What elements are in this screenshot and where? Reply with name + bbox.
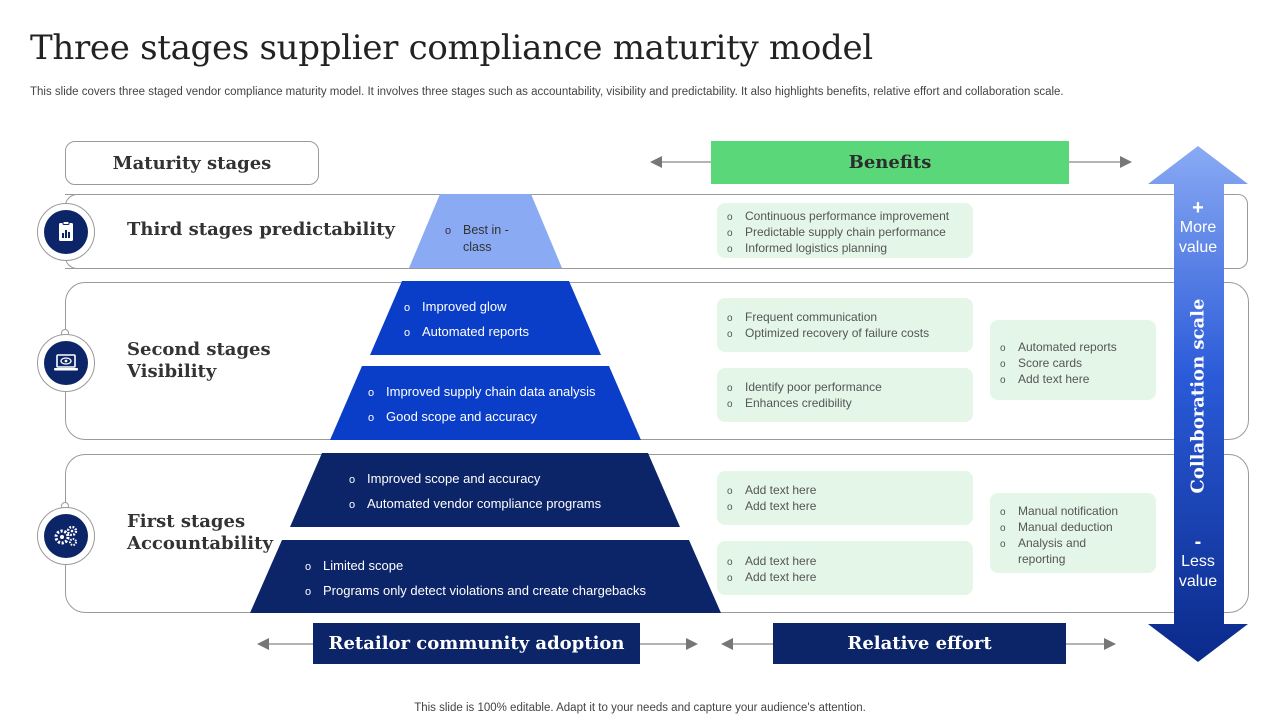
pyramid-tier-2 [370, 281, 601, 355]
plus-icon: + [1192, 197, 1204, 219]
stage-second-label: Second stages Visibility [127, 339, 271, 383]
stage-first-label: First stages Accountability [127, 511, 273, 555]
gears-icon [44, 514, 88, 558]
laptop-eye-icon [44, 341, 88, 385]
collaboration-scale-arrow [1148, 146, 1248, 662]
band-third [65, 194, 1248, 269]
pyramid-tier-3 [330, 366, 641, 440]
stage-first-line2: Accountability [127, 533, 273, 554]
pyramid-tier-4 [290, 453, 680, 527]
page-subtitle: This slide covers three staged vendor co… [30, 86, 1064, 98]
minus-icon: - [1194, 531, 1202, 553]
scale-bottom-label: - Less value [1174, 532, 1222, 592]
benefits-header: Benefits [711, 141, 1069, 184]
stage-third-label: Third stages predictability [127, 219, 395, 240]
stage-first-line1: First stages [127, 511, 246, 532]
stage-first-badge [37, 507, 95, 565]
stage-second-badge [37, 334, 95, 392]
maturity-stages-header: Maturity stages [65, 141, 319, 185]
stage-second-line2: Visibility [127, 361, 217, 382]
retailer-adoption-label: Retailor community adoption [313, 623, 640, 664]
relative-effort-label: Relative effort [773, 623, 1066, 664]
stage-second-line1: Second stages [127, 339, 271, 360]
stage-third-badge [37, 203, 95, 261]
clipboard-chart-icon [44, 210, 88, 254]
pyramid-tier-1 [409, 194, 562, 268]
scale-top-label: + More value [1174, 198, 1222, 258]
pyramid-tier-5 [250, 540, 721, 613]
footer-note: This slide is 100% editable. Adapt it to… [414, 702, 866, 714]
page-title: Three stages supplier compliance maturit… [30, 28, 873, 68]
